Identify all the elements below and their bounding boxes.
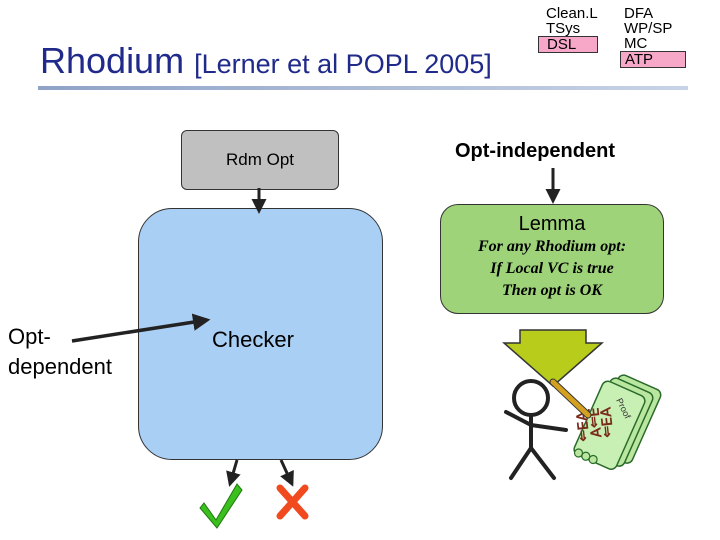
- header-column-right: DFA WP/SP MC ATP: [620, 5, 686, 68]
- lemma-down-arrow: [502, 329, 604, 387]
- checker-label: Checker: [212, 327, 294, 352]
- header-item-wpsp: WP/SP: [624, 20, 673, 37]
- header-item-atp: ATP: [620, 51, 686, 68]
- opt-dependent-label: Opt- dependent: [8, 322, 112, 382]
- title-citation: [Lerner et al POPL 2005]: [194, 49, 492, 79]
- lemma-line: Then opt is OK: [501, 282, 602, 299]
- accept-arrow: [226, 459, 241, 487]
- opt-independent-label: Opt-independent: [455, 140, 615, 162]
- page-title: Rhodium [Lerner et al POPL 2005]: [40, 40, 492, 82]
- checker-box: [138, 208, 383, 460]
- title-main: Rhodium: [40, 40, 185, 81]
- header-item-tsys: TSys: [546, 20, 581, 37]
- lemma-box: Lemma For any Rhodium opt: If Local VC i…: [440, 204, 664, 314]
- opt-dependent-line: dependent: [8, 354, 112, 379]
- pencil-icon: [549, 378, 592, 419]
- reject-arrow: [279, 459, 294, 487]
- header-item-dfa: DFA: [624, 5, 654, 22]
- proof-line: ∀∃⇒: [597, 406, 616, 439]
- checkmark-icon: [199, 483, 243, 529]
- opt-dependent-line: Opt-: [8, 324, 51, 349]
- header-item-mc: MC: [624, 35, 648, 52]
- rdm-opt-box: Rdm Opt: [181, 130, 339, 190]
- stick-figure-icon: [504, 379, 568, 480]
- proof-scroll-icon: Proof ∀∃⇒ ∃⇒∀ ∀∃⇒: [573, 374, 662, 470]
- x-mark-icon: [276, 484, 309, 520]
- header-column-left: Clean.L TSys DSL: [538, 5, 598, 53]
- lemma-line: For any Rhodium opt:: [477, 238, 627, 255]
- lemma-line: If Local VC is true: [490, 260, 614, 277]
- title-underline: [38, 86, 688, 90]
- header-item-dsl: DSL: [538, 36, 598, 53]
- rdm-opt-label: Rdm Opt: [225, 150, 295, 169]
- header-item-cleanl: Clean.L: [546, 5, 598, 22]
- optdep-to-checker-arrow: [71, 313, 211, 343]
- lemma-title: Lemma: [518, 213, 586, 235]
